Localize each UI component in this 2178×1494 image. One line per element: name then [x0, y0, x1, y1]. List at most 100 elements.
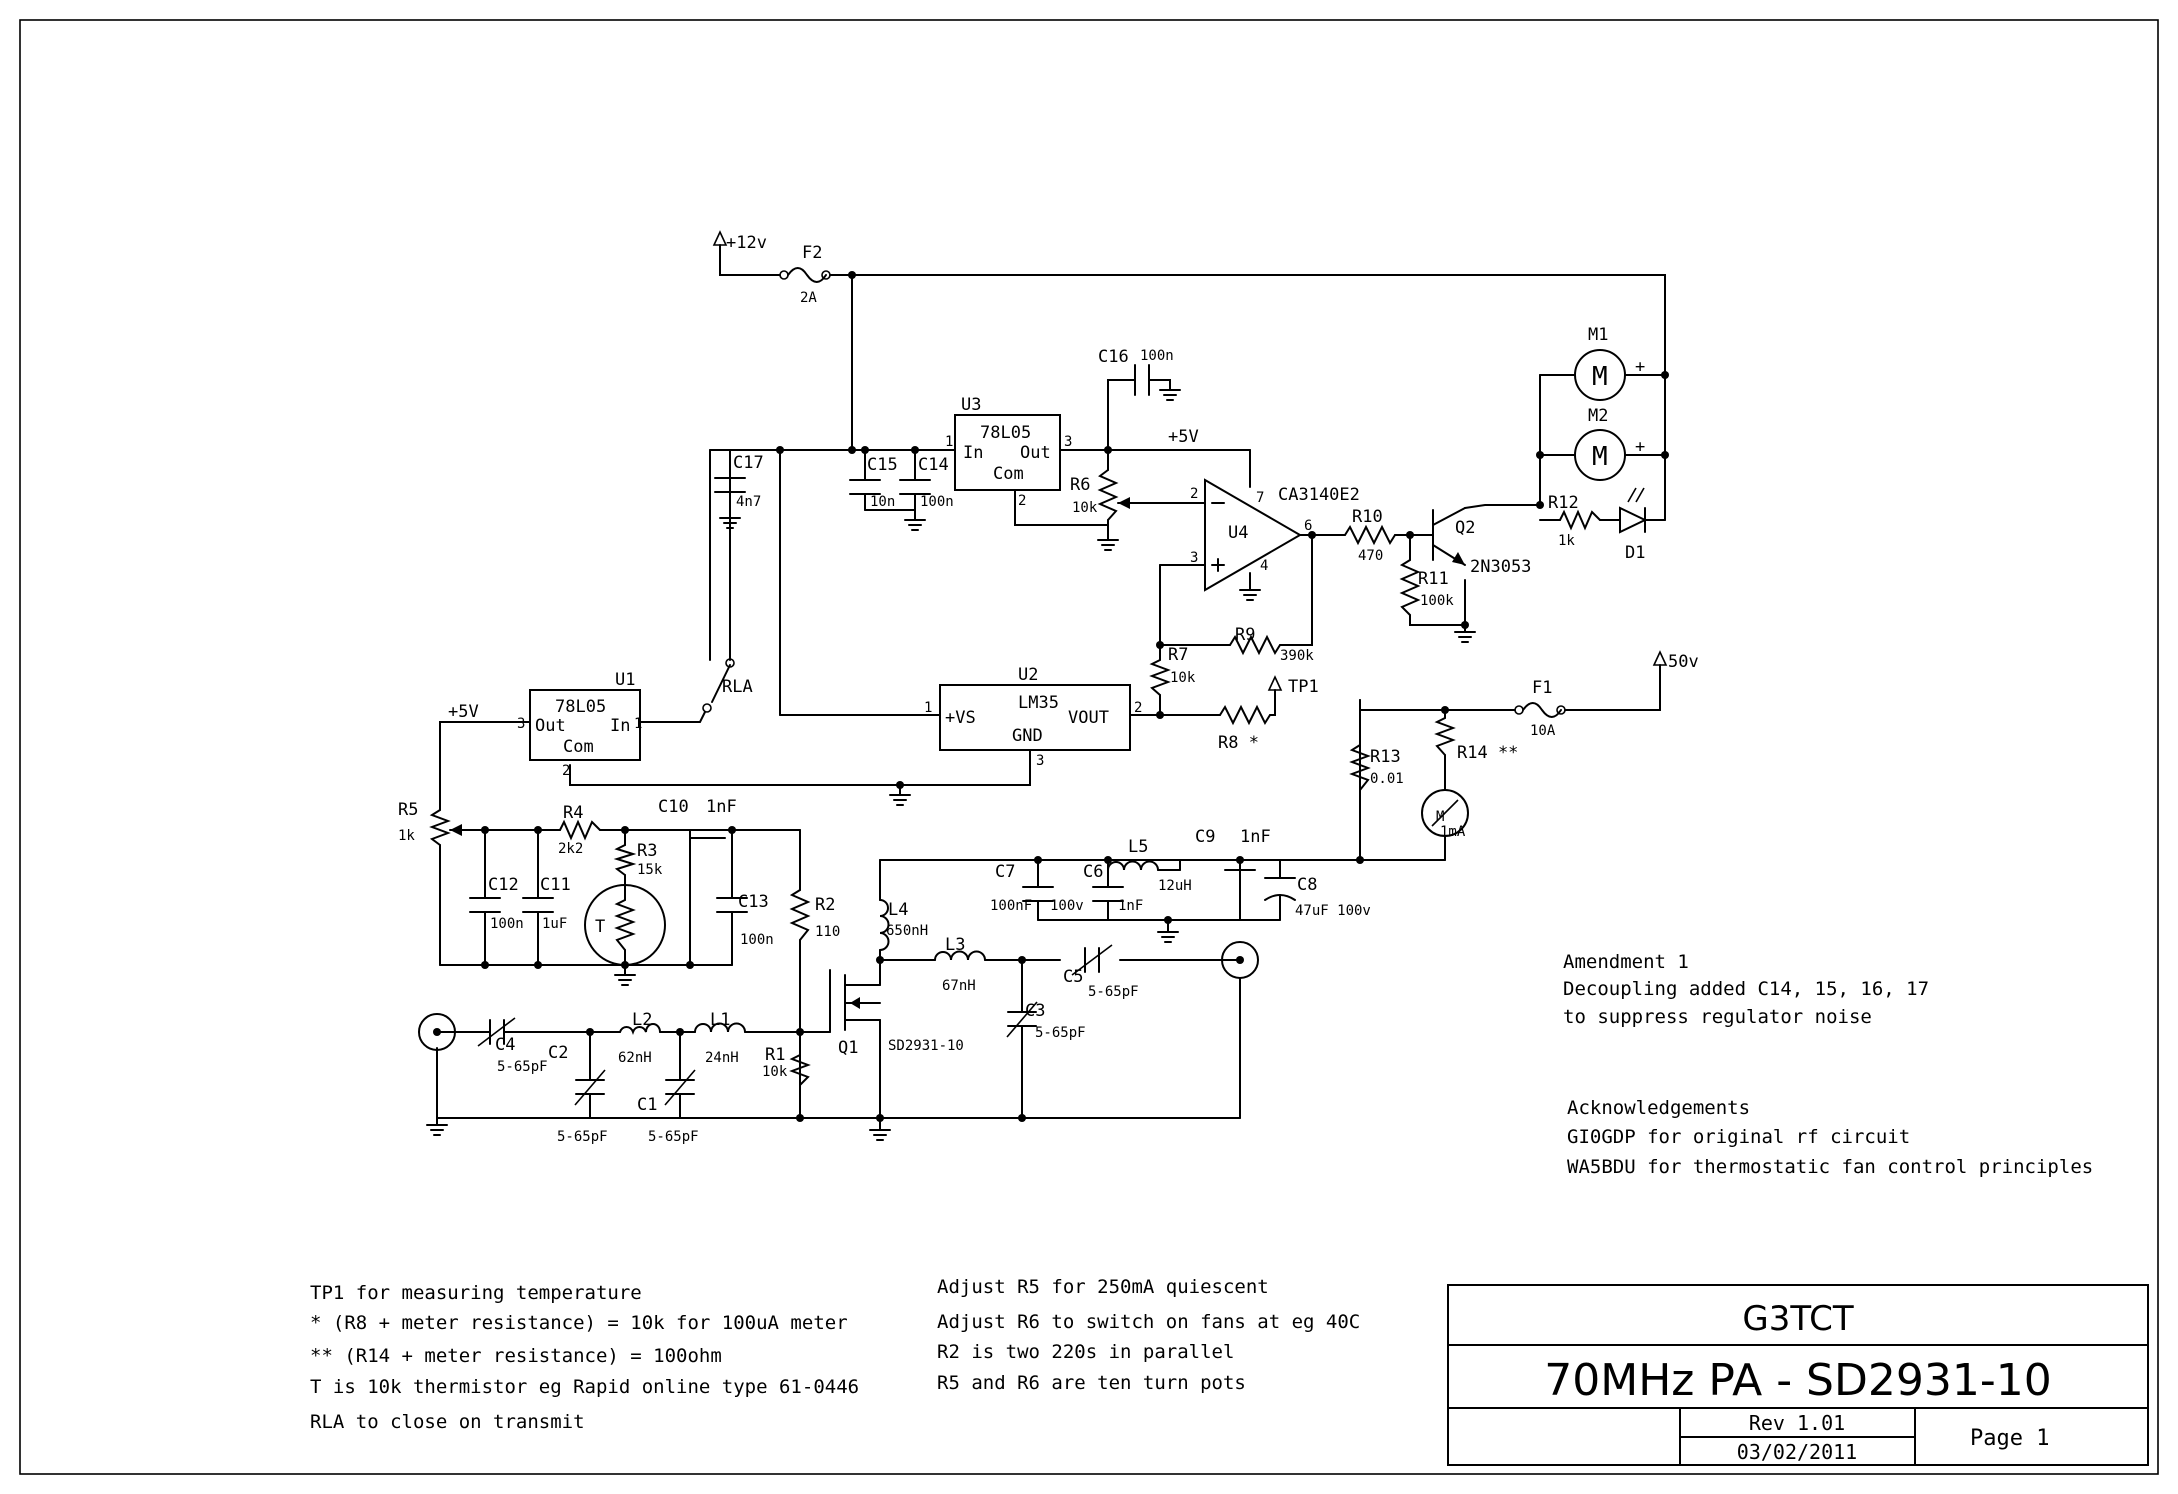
label-u4p6: 6 [1304, 518, 1312, 534]
label-r13: R13 [1370, 747, 1401, 767]
inductor-icons [619, 859, 1181, 1036]
label-u1in: In [610, 716, 630, 736]
thermistor-icon [584, 884, 666, 966]
label-m2-plus: + [1635, 437, 1645, 457]
label-c3v: 5-65pF [1035, 1025, 1086, 1041]
label-p12v: +12v [726, 233, 767, 253]
label-r6: R6 [1070, 475, 1090, 495]
label-d1: D1 [1625, 543, 1645, 563]
label-c6v: 1nF [1118, 898, 1143, 914]
motor-icons [1574, 349, 1626, 481]
rf-output-connector-icon [1211, 941, 1259, 979]
tp1-arrow-icon [1267, 675, 1283, 691]
title-block: G3TCT 70MHz PA - SD2931-10 Rev 1.01 03/0… [1544, 1299, 2051, 1464]
label-r12: R12 [1548, 493, 1579, 513]
label-u4: U4 [1228, 523, 1248, 543]
label-c12v: 100n [490, 916, 524, 932]
label-r2: R2 [815, 895, 835, 915]
label-u4p4: 4 [1260, 558, 1268, 574]
label-r11: R11 [1418, 569, 1449, 589]
label-m1-plus: + [1635, 357, 1645, 377]
meter-icon [1421, 789, 1469, 837]
variable-capacitor-icons [477, 944, 1113, 1106]
middle-notes: Adjust R5 for 250mA quiescent Adjust R6 … [937, 1276, 1360, 1394]
ic-u3-box [954, 414, 1061, 491]
acknowledgement-line: GI0GDP for original rf circuit [1567, 1126, 1910, 1148]
label-p5v-left: +5V [448, 702, 479, 722]
label-u3part: 78L05 [980, 423, 1031, 443]
label-c15: C15 [867, 455, 898, 475]
label-c2v: 5-65pF [557, 1129, 608, 1145]
label-r4v: 2k2 [558, 841, 583, 857]
label-c8: C8 [1297, 875, 1317, 895]
label-r10v: 470 [1358, 548, 1383, 564]
label-c4: C4 [495, 1035, 515, 1055]
label-u2p1: 1 [924, 700, 932, 716]
label-c17v: 4n7 [736, 494, 761, 510]
label-rla: RLA [722, 677, 753, 697]
label-r7: R7 [1168, 645, 1188, 665]
label-c10: C10 [658, 797, 689, 817]
label-l1: L1 [710, 1010, 730, 1030]
label-u2vs: +VS [945, 708, 976, 728]
label-u3out: Out [1020, 443, 1051, 463]
label-m2-symbol: M [1592, 442, 1608, 472]
label-p5v-top: +5V [1168, 427, 1199, 447]
middle-note-line: R2 is two 220s in parallel [937, 1341, 1234, 1363]
label-r2v: 110 [815, 924, 840, 940]
label-q2: Q2 [1455, 518, 1475, 538]
label-c12: C12 [488, 875, 519, 895]
label-c1v: 5-65pF [648, 1129, 699, 1145]
acknowledgement-line: WA5BDU for thermostatic fan control prin… [1567, 1156, 2093, 1178]
label-l3: L3 [945, 935, 965, 955]
label-c7: C7 [995, 862, 1015, 882]
label-l3v: 67nH [942, 978, 976, 994]
label-r11v: 100k [1420, 593, 1454, 609]
label-u2p2: 2 [1134, 700, 1142, 716]
label-u3in: In [963, 443, 983, 463]
label-u4p7: 7 [1256, 490, 1264, 506]
left-note-line: ** (R14 + meter resistance) = 100ohm [310, 1345, 722, 1367]
label-c2: C2 [548, 1043, 568, 1063]
amendment-line: to suppress regulator noise [1563, 1006, 1872, 1028]
label-l2v: 62nH [618, 1050, 652, 1066]
label-c13v: 100n [740, 932, 774, 948]
label-l1v: 24nH [705, 1050, 739, 1066]
amendment-line: Amendment 1 [1563, 951, 1689, 973]
title-block-frame [1447, 1284, 2149, 1466]
opamp-u4-icon [1204, 478, 1302, 592]
amendment-notes: Amendment 1 Decoupling added C14, 15, 16… [1563, 951, 1929, 1028]
label-r1: R1 [765, 1045, 785, 1065]
label-f2: F2 [802, 243, 822, 263]
label-c7v: 100nF [990, 898, 1032, 914]
title-block-author: G3TCT [1742, 1299, 1853, 1339]
label-c4v: 5-65pF [497, 1059, 548, 1075]
label-c16v: 100n [1140, 348, 1174, 364]
label-r12v: 1k [1558, 533, 1575, 549]
plus50v-arrow-icon [1652, 650, 1668, 666]
label-c5: C5 [1063, 967, 1083, 987]
ground-icons [426, 389, 1476, 1141]
label-m1-symbol: M [1592, 362, 1608, 392]
label-r10: R10 [1352, 507, 1383, 527]
label-u1p3: 3 [517, 716, 525, 732]
label-c9: C9 [1195, 827, 1215, 847]
label-l4v: 650nH [886, 923, 928, 939]
label-c8v: 47uF 100v [1295, 903, 1371, 919]
label-u4part: CA3140E2 [1278, 485, 1360, 505]
label-u3p3: 3 [1064, 434, 1072, 450]
label-u1part: 78L05 [555, 697, 606, 717]
label-l5v: 12uH [1158, 878, 1192, 894]
label-c17: C17 [733, 453, 764, 473]
led-d1-icon [1619, 487, 1648, 534]
label-r3: R3 [637, 841, 657, 861]
label-r5: R5 [398, 800, 418, 820]
label-f1v: 10A [1530, 723, 1556, 739]
middle-note-line: Adjust R6 to switch on fans at eg 40C [937, 1311, 1360, 1333]
component-labels: +12v F2 2A 50v F1 10A C16 100n U3 78L05 … [398, 233, 1699, 1145]
label-l4: L4 [888, 900, 908, 920]
label-r5v: 1k [398, 828, 415, 844]
label-l2: L2 [632, 1010, 652, 1030]
label-therm: T [595, 917, 605, 937]
